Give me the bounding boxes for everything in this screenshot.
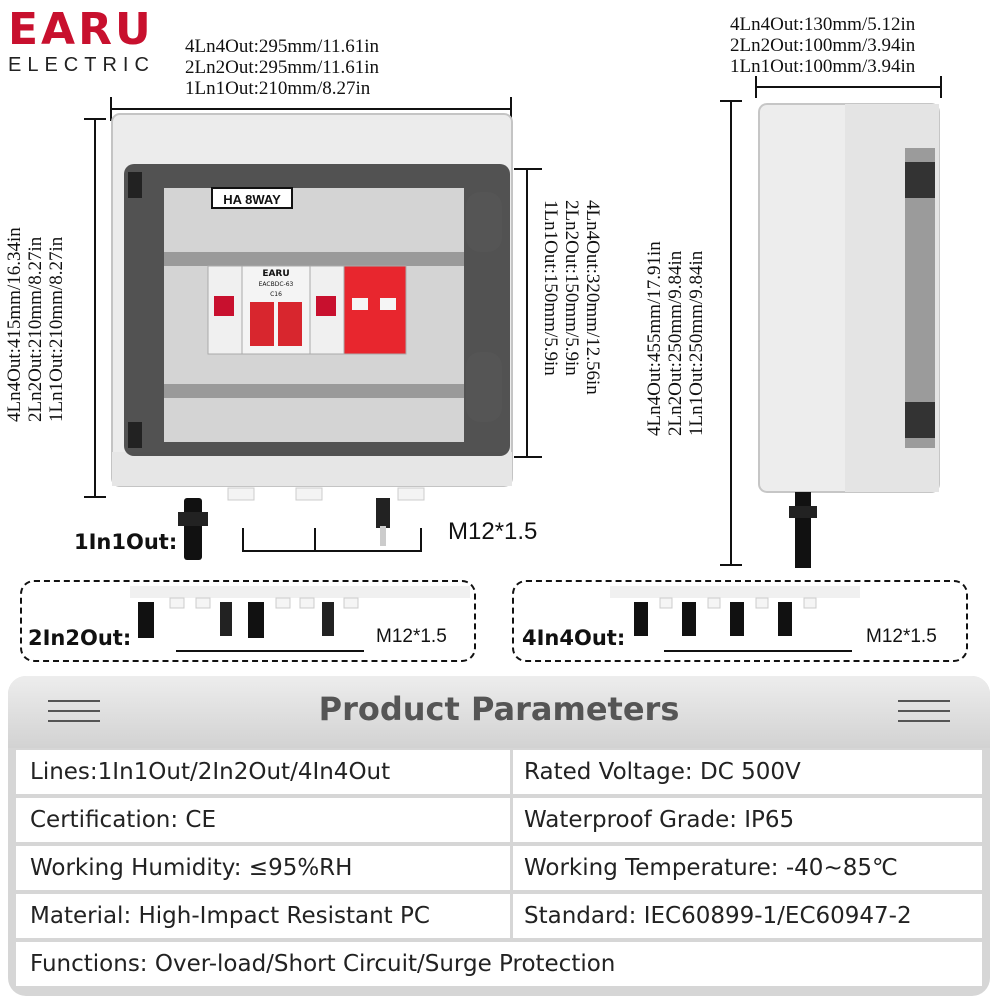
parameter-row: Lines:1In1Out/2In2Out/4In4Out Rated Volt… [16, 750, 982, 794]
parameter-footer: Functions: Over-load/Short Circuit/Surge… [30, 951, 616, 977]
parameter-cell: Working Humidity: ≤95%RH [30, 855, 353, 881]
side-height-labels: 4Ln4Out:455mm/17.91in 2Ln2Out:250mm/9.84… [644, 190, 707, 436]
gland-bracket-tick-3 [420, 528, 422, 552]
gland-size-label: M12*1.5 [448, 518, 538, 545]
side-height-tick-bottom [720, 564, 742, 566]
side-depth-tick-right [940, 76, 942, 98]
cell-divider [510, 798, 513, 842]
gland-bracket-tick-1 [242, 528, 244, 552]
inner-height-line [526, 168, 528, 458]
parameter-cell: Certification: CE [30, 807, 217, 833]
product-parameters-panel: Product Parameters Lines:1In1Out/2In2Out… [8, 676, 990, 996]
front-height-labels: 4Ln4Out:415mm/16.34in 2Ln2Out:210mm/8.27… [4, 176, 67, 422]
side-height-tick-top [720, 100, 742, 102]
front-width-4: 4Ln4Out:295mm/11.61in [185, 36, 380, 57]
variant-2in2out-label: 2In2Out: [28, 626, 132, 650]
front-width-2: 2Ln2Out:295mm/11.61in [185, 57, 380, 78]
parameter-cell: Waterproof Grade: IP65 [524, 807, 795, 833]
variant-2in2out-image [130, 586, 470, 638]
parameters-title: Product Parameters [318, 690, 680, 728]
side-height-line [730, 100, 732, 566]
front-enclosure-image: HA 8WAY EARU EACBDC-63 C16 [111, 113, 513, 501]
box-label: HA 8WAY [223, 192, 281, 207]
parameter-row: Working Humidity: ≤95%RH Working Tempera… [16, 846, 982, 890]
variant-2in2out-gland-label: M12*1.5 [376, 626, 447, 647]
inner-height-tick-bottom [514, 456, 542, 458]
mc4-connector-right-image [376, 498, 390, 546]
front-width-line [110, 108, 512, 110]
front-width-labels: 4Ln4Out:295mm/11.61in 2Ln2Out:295mm/11.6… [185, 36, 379, 99]
parameter-row: Certification: CE Waterproof Grade: IP65 [16, 798, 982, 842]
side-height-2: 2Ln2Out:250mm/9.84in [665, 250, 686, 436]
variant-4in4out-panel [512, 580, 968, 662]
variant-1in1out-label: 1In1Out: [74, 530, 178, 554]
gland-bracket-tick-2 [314, 528, 316, 552]
front-width-1: 1Ln1Out:210mm/8.27in [185, 78, 371, 99]
side-height-4: 4Ln4Out:455mm/17.91in [644, 241, 665, 436]
variant-2in2out-bracket [176, 650, 364, 652]
brand-logo: EARU ELECTRIC [8, 8, 155, 77]
cell-divider [510, 894, 513, 938]
front-height-1: 1Ln1Out:210mm/8.27in [46, 236, 67, 422]
side-depth-line [755, 86, 941, 88]
parameter-cell: Working Temperature: -40~85℃ [524, 855, 898, 881]
brand-subtitle: ELECTRIC [8, 54, 155, 76]
inner-height-labels: 4Ln4Out:320mm/12.56in 2Ln2Out:150mm/5.9i… [540, 200, 603, 450]
inner-height-1: 1Ln1Out:150mm/5.9in [540, 200, 561, 376]
breaker-model: EACBDC-63 [259, 281, 294, 288]
front-height-2: 2Ln2Out:210mm/8.27in [25, 236, 46, 422]
inner-height-4: 4Ln4Out:320mm/12.56in [582, 200, 603, 395]
parameters-header: Product Parameters [8, 676, 990, 748]
side-depth-labels: 4Ln4Out:130mm/5.12in 2Ln2Out:100mm/3.94i… [730, 14, 915, 77]
variant-4in4out-gland-label: M12*1.5 [866, 626, 937, 647]
variant-4in4out-image [610, 586, 860, 636]
menu-lines-left-icon [48, 700, 100, 730]
front-width-tick-left [110, 97, 112, 121]
front-height-line [94, 118, 96, 498]
side-depth-4: 4Ln4Out:130mm/5.12in [730, 14, 916, 35]
variant-4in4out-label: 4In4Out: [522, 626, 626, 650]
parameter-cell: Lines:1In1Out/2In2Out/4In4Out [30, 759, 391, 785]
side-enclosure-image [758, 103, 940, 568]
front-height-4: 4Ln4Out:415mm/16.34in [4, 227, 25, 422]
parameter-cell: Standard: IEC60899-1/EC60947-2 [524, 903, 912, 929]
cell-divider [510, 750, 513, 794]
side-height-1: 1Ln1Out:250mm/9.84in [686, 250, 707, 436]
variant-4in4out-bracket [664, 650, 852, 652]
menu-lines-right-icon [898, 700, 950, 730]
side-depth-2: 2Ln2Out:100mm/3.94in [730, 35, 916, 56]
breaker-brand: EARU [262, 269, 289, 279]
parameter-footer-row: Functions: Over-load/Short Circuit/Surge… [16, 942, 982, 986]
cell-divider [510, 846, 513, 890]
parameter-cell: Material: High-Impact Resistant PC [30, 903, 430, 929]
front-height-tick-top [84, 118, 106, 120]
inner-height-2: 2Ln2Out:150mm/5.9in [561, 200, 582, 376]
brand-name: EARU [8, 4, 154, 55]
parameter-cell: Rated Voltage: DC 500V [524, 759, 801, 785]
front-width-tick-right [510, 97, 512, 121]
front-height-tick-bottom [84, 496, 106, 498]
variant-2in2out-panel [20, 580, 476, 662]
mc4-connector-left-image [178, 498, 208, 560]
side-depth-1: 1Ln1Out:100mm/3.94in [730, 56, 916, 77]
breaker-rating: C16 [270, 291, 282, 298]
inner-height-tick-top [514, 168, 542, 170]
gland-bracket-line [242, 550, 422, 552]
side-depth-tick-left [755, 76, 757, 98]
parameter-row: Material: High-Impact Resistant PC Stand… [16, 894, 982, 938]
